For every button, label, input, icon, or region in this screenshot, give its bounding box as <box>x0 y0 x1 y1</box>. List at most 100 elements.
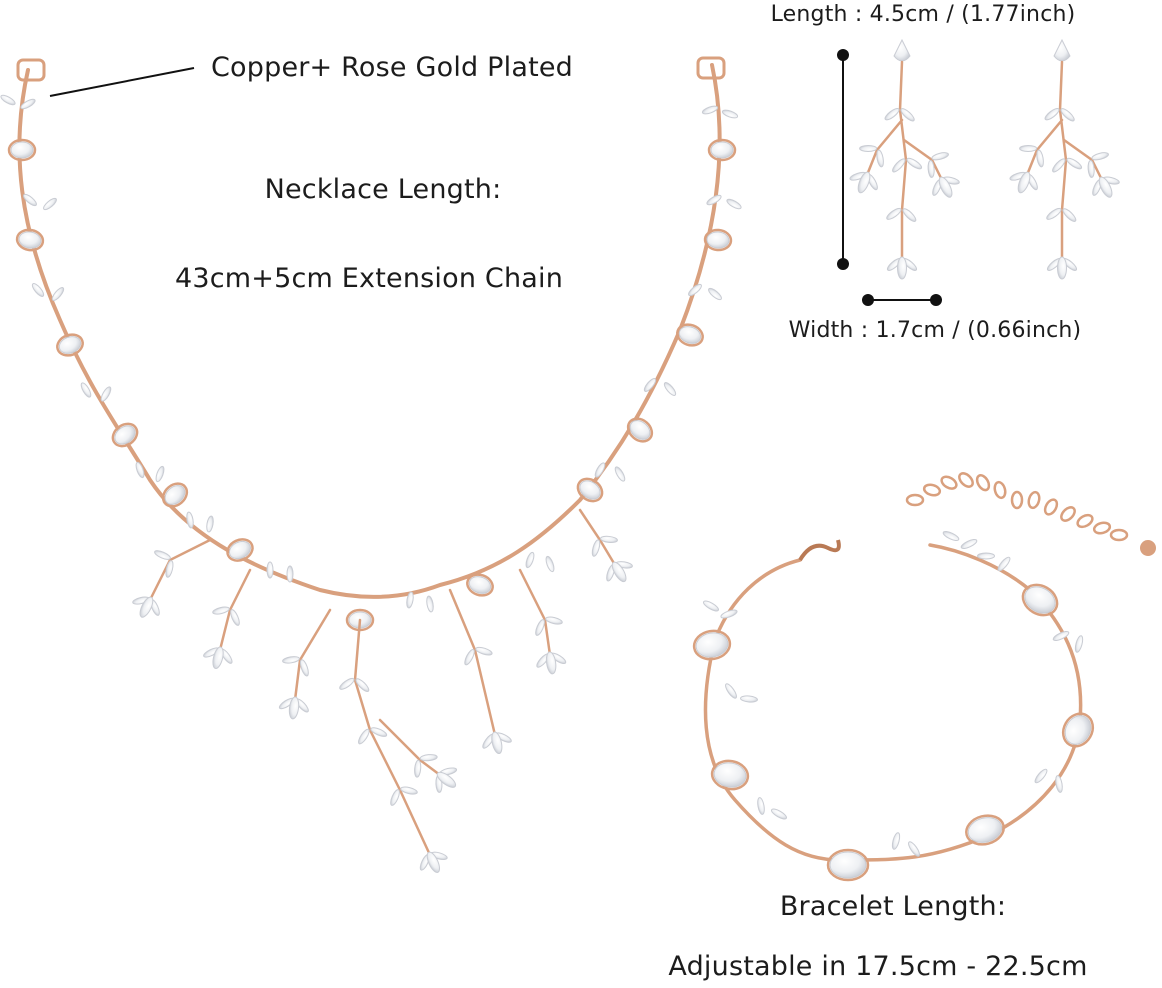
branch <box>1058 60 1068 262</box>
marquise-crystal <box>355 678 370 692</box>
marquise-crystal <box>1091 152 1109 161</box>
marquise-crystal <box>1074 635 1084 653</box>
marquise-crystal <box>282 656 300 664</box>
marquise-crystal <box>491 731 503 755</box>
branch <box>518 568 552 657</box>
material-label: Copper+ Rose Gold Plated <box>211 52 574 83</box>
marquise-crystal <box>1087 159 1095 178</box>
stone-setting <box>576 477 604 503</box>
oval-crystal <box>1064 715 1092 745</box>
extension-chain-link <box>993 480 1007 500</box>
stone-setting <box>676 323 704 347</box>
earrings <box>849 38 1120 280</box>
marquise-crystal <box>1055 775 1063 793</box>
marquise-crystal <box>426 595 434 613</box>
necklace-clasp-right <box>696 56 726 80</box>
extension-chain-link <box>1060 506 1076 522</box>
stone-setting <box>1021 583 1059 617</box>
necklace-length-value: 43cm+5cm Extension Chain <box>174 263 564 294</box>
stone-setting <box>226 538 254 562</box>
marquise-crystal <box>1052 630 1070 642</box>
marquise-crystal <box>51 287 65 301</box>
stone-setting <box>15 228 45 252</box>
marquise-crystal <box>1052 158 1066 173</box>
marquise-crystal <box>942 530 960 542</box>
marquise-crystal <box>977 552 995 560</box>
bracelet <box>692 472 1156 882</box>
stone-setting <box>626 417 654 443</box>
marquise-crystal <box>525 551 535 569</box>
necklace-clasp-left <box>16 58 46 82</box>
marquise-crystal <box>886 207 902 220</box>
extension-chain-link <box>1043 498 1059 516</box>
marquise-crystal <box>299 659 309 677</box>
stone-setting <box>7 138 37 162</box>
branch <box>148 538 212 602</box>
marquise-crystal <box>426 851 441 873</box>
marquise-crystal <box>400 786 418 795</box>
marquise-crystal <box>390 789 400 806</box>
oval-crystal <box>579 480 601 500</box>
marquise-crystal <box>212 606 230 615</box>
branch <box>898 60 908 262</box>
marquise-crystal <box>594 462 606 478</box>
extension-chain-link <box>905 493 925 507</box>
marquise-crystal <box>770 808 788 820</box>
bracelet-length-value: Adjustable in 17.5cm - 22.5cm <box>668 951 1088 982</box>
stone-setting <box>466 573 494 597</box>
marquise-crystal <box>155 465 165 483</box>
oval-crystal <box>629 420 651 440</box>
marquise-crystal <box>720 609 738 619</box>
marquise-crystal <box>43 197 57 211</box>
lobster-clasp <box>798 539 841 562</box>
marquise-crystal <box>740 695 758 703</box>
marquise-crystal <box>721 109 739 119</box>
marquise-crystal <box>857 171 871 194</box>
oval-crystal <box>228 540 252 560</box>
extension-chain-link <box>940 475 958 490</box>
necklace-length-title: Necklace Length: <box>264 174 502 205</box>
marquise-crystal <box>600 535 618 544</box>
marquise-crystal <box>1019 144 1038 152</box>
marquise-crystal <box>706 194 722 206</box>
marquise-crystal <box>1044 107 1060 121</box>
marquise-crystal <box>906 157 923 170</box>
marquise-crystal <box>135 461 145 479</box>
earring-length-dot-bottom <box>837 258 849 270</box>
marquise-crystal <box>186 511 194 529</box>
marquise-crystal <box>591 539 601 557</box>
extension-chain-link <box>1010 490 1024 510</box>
stone-setting <box>692 629 732 661</box>
branch <box>448 588 497 737</box>
marquise-crystal <box>464 648 475 666</box>
marquise-crystal <box>876 149 884 168</box>
marquise-crystal <box>701 105 719 115</box>
marquise-crystal <box>20 98 36 110</box>
material-pointer-line <box>49 67 195 97</box>
earring-width-dot-left <box>862 294 874 306</box>
marquise-crystal <box>206 515 214 533</box>
oval-crystal <box>967 817 1003 843</box>
marquise-crystal <box>708 287 722 301</box>
marquise-crystal <box>938 176 953 198</box>
marquise-crystal <box>1062 208 1077 222</box>
marquise-crystal <box>908 841 920 857</box>
bracelet-chain <box>703 543 1083 862</box>
stone-setting <box>703 228 733 252</box>
stone-setting <box>111 422 139 448</box>
marquise-crystal <box>475 646 493 656</box>
extension-chain-link <box>958 472 974 488</box>
marquise-crystal <box>165 560 174 578</box>
marquise-crystal <box>1034 768 1048 784</box>
oval-crystal <box>713 762 747 788</box>
bracelet-length-title: Bracelet Length: <box>779 891 1007 922</box>
oval-crystal <box>58 336 82 354</box>
earring-top-crystal <box>1053 38 1071 62</box>
marquise-crystal <box>100 386 112 402</box>
earring-width-dot-right <box>930 294 942 306</box>
branch <box>378 718 442 777</box>
stone-setting <box>1061 712 1095 748</box>
marquise-crystal <box>614 466 626 482</box>
marquise-crystal <box>288 696 300 720</box>
marquise-crystal <box>154 550 171 560</box>
